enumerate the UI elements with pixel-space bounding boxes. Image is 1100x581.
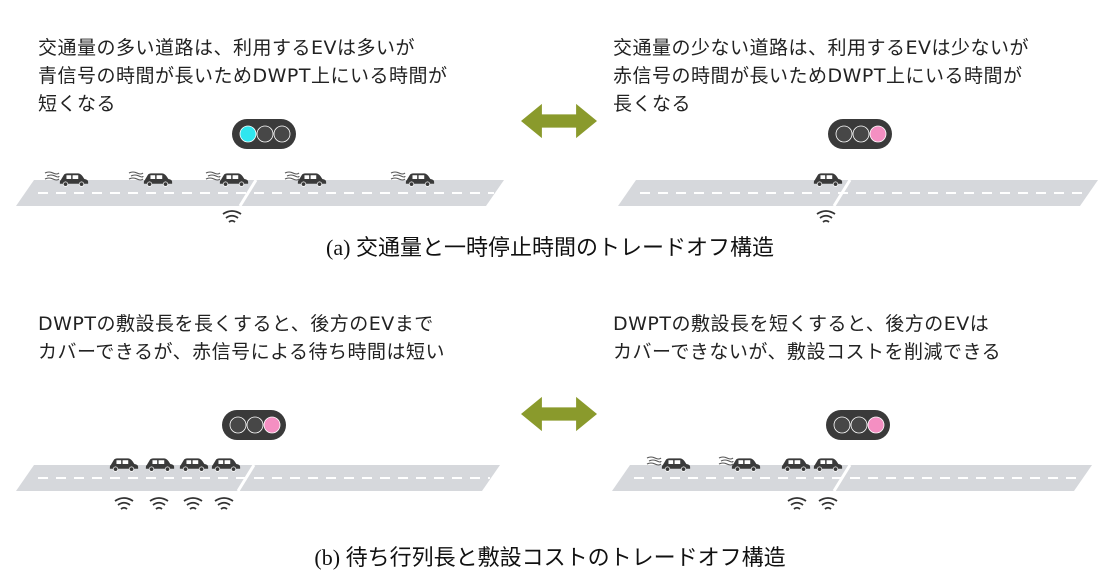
off-light-icon xyxy=(836,126,852,142)
wireless-charging-icon xyxy=(816,210,836,223)
exhaust-icon xyxy=(284,171,300,181)
double-arrow-icon xyxy=(521,396,597,432)
off-light-icon xyxy=(851,417,867,433)
wireless-charging-icon xyxy=(183,497,203,510)
wireless-charging-icon xyxy=(787,497,807,510)
panel-a-right-description: 交通量の少ない道路は、利用するEVは少ないが 赤信号の時間が長いためDWPT上に… xyxy=(613,37,1030,115)
red-light-icon xyxy=(264,417,280,433)
off-light-icon xyxy=(853,126,869,142)
off-light-icon xyxy=(230,417,246,433)
double-arrow-icon xyxy=(521,103,597,139)
off-light-icon xyxy=(834,417,850,433)
green-light-icon xyxy=(240,126,256,142)
exhaust-icon xyxy=(128,171,144,181)
panel-a-left-description: 交通量の多い道路は、利用するEVは多いが 青信号の時間が長いためDWPT上にいる… xyxy=(38,37,448,115)
exhaust-icon xyxy=(646,456,662,466)
panel-b-right-charging-coils xyxy=(787,497,838,510)
exhaust-icon xyxy=(44,171,60,181)
panel-b-left-description: DWPTの敷設長を長くすると、後方のEVまで カバーできるが、赤信号による待ち時… xyxy=(38,313,446,363)
panel-b-caption: (b) 待ち行列長と敷設コストのトレードオフ構造 xyxy=(314,545,786,570)
exhaust-icon xyxy=(390,171,406,181)
panel-b-left-road xyxy=(16,464,500,492)
panel-b-right-traffic-light xyxy=(826,410,890,440)
off-light-icon xyxy=(247,417,263,433)
panel-b-right-road xyxy=(612,464,1092,492)
wireless-charging-icon xyxy=(222,210,242,223)
exhaust-icon xyxy=(718,456,734,466)
red-light-icon xyxy=(868,417,884,433)
panel-b-left-charging-coils xyxy=(114,497,234,510)
red-light-icon xyxy=(870,126,886,142)
off-light-icon xyxy=(274,126,290,142)
panel-a-right-traffic-light xyxy=(828,119,892,149)
wireless-charging-icon xyxy=(114,497,134,510)
wireless-charging-icon xyxy=(214,497,234,510)
panel-b-right-description: DWPTの敷設長を短くすると、後方のEVは カバーできないが、敷設コストを削減で… xyxy=(613,313,1002,363)
panel-a-caption: (a) 交通量と一時停止時間のトレードオフ構造 xyxy=(326,235,774,260)
panel-a-left-traffic-light xyxy=(232,119,296,149)
wireless-charging-icon xyxy=(818,497,838,510)
panel-b-left-traffic-light xyxy=(222,410,286,440)
wireless-charging-icon xyxy=(149,497,169,510)
off-light-icon xyxy=(257,126,273,142)
panel-a-right-road xyxy=(618,179,1098,207)
exhaust-icon xyxy=(205,171,221,181)
panel-a-left-road xyxy=(16,179,504,207)
